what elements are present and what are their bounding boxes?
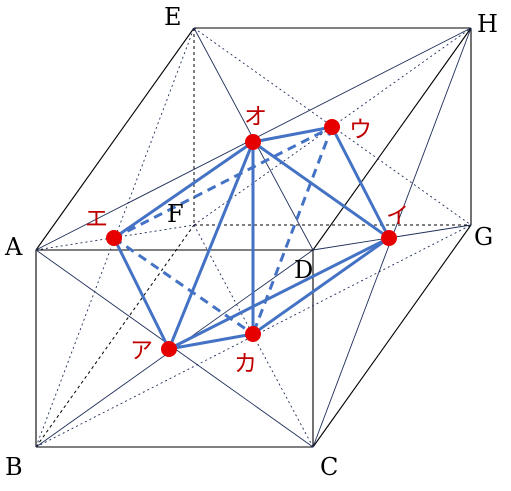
octahedron-hidden-edges — [113, 125, 334, 336]
point-label-o: オ — [244, 104, 267, 130]
point-e — [106, 230, 122, 246]
oct-edge-o-u — [251, 125, 334, 144]
point-label-i: イ — [386, 203, 409, 229]
point-i — [381, 230, 397, 246]
oct-edge-e-ka — [113, 236, 254, 336]
point-o — [245, 134, 261, 150]
vertex-label-c: C — [320, 453, 338, 481]
oct-edge-u-ka — [251, 126, 334, 335]
edge-ae — [35, 27, 195, 251]
oct-edge-o-e — [112, 140, 255, 240]
vertex-label-e: E — [164, 3, 182, 31]
oct-edge-ka-i — [251, 236, 391, 336]
oct-edge-a-i — [167, 236, 391, 351]
oct-edge-e-u — [113, 125, 333, 240]
point-a — [161, 341, 177, 357]
diag-bottom-1 — [35, 224, 472, 448]
point-label-e: エ — [85, 206, 108, 232]
cube-edges — [35, 27, 472, 448]
vertex-label-a: A — [4, 233, 23, 261]
point-label-ka: カ — [234, 351, 257, 377]
vertex-label-b: B — [5, 453, 23, 481]
oct-edge-e-a — [112, 236, 171, 351]
hidden-edges — [35, 28, 471, 448]
oct-edge-o-a — [167, 140, 255, 351]
diag-back-1 — [193, 27, 472, 226]
oct-edge-o-i — [251, 140, 391, 240]
oct-edge-a-ka — [167, 332, 255, 351]
octahedron-edges — [112, 125, 391, 351]
vertex-label-g: G — [474, 223, 493, 251]
diag-back-2 — [193, 27, 472, 226]
vertex-label-f: F — [167, 200, 184, 228]
vertex-label-d: D — [294, 256, 313, 284]
point-label-a: ア — [130, 338, 153, 364]
vertex-label-h: H — [477, 10, 498, 38]
edge-bf — [35, 224, 195, 448]
edge-cg — [312, 224, 472, 448]
diag-left-1 — [35, 224, 195, 251]
point-ka — [245, 326, 261, 342]
edge-dh — [312, 27, 472, 251]
octahedron-vertices — [106, 119, 397, 357]
point-u — [324, 119, 340, 135]
oct-edge-u-i — [330, 125, 391, 240]
point-label-u: ウ — [349, 117, 372, 143]
